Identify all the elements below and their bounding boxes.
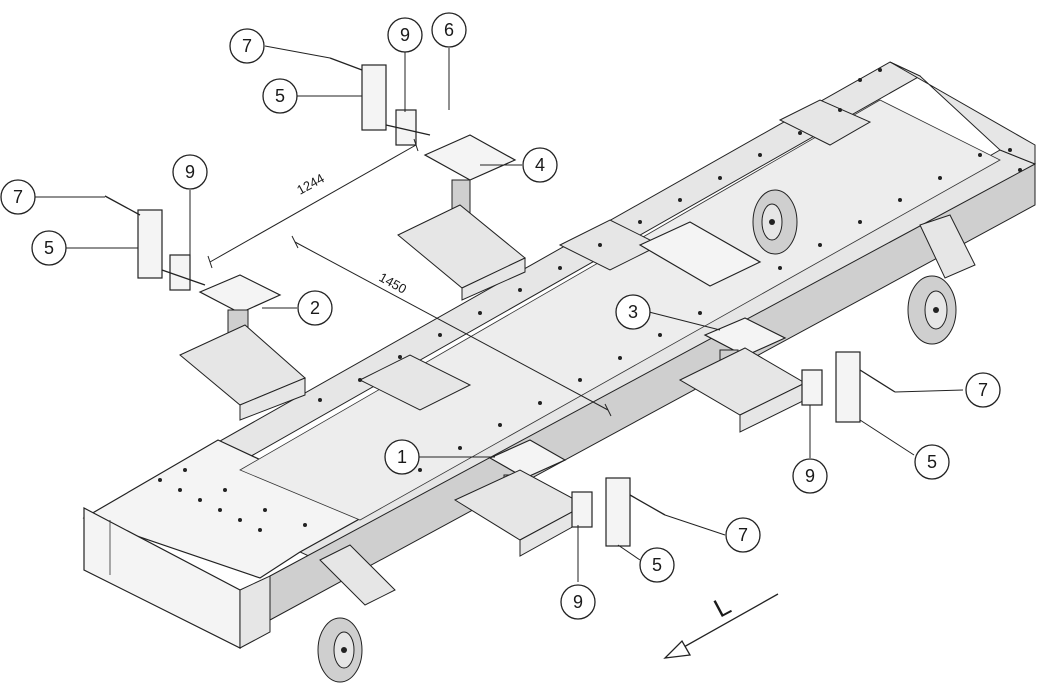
callout-6: 6	[431, 12, 467, 48]
svg-text:7: 7	[13, 187, 23, 207]
svg-text:5: 5	[275, 86, 285, 106]
callout-9-rear-left: 9	[172, 154, 208, 190]
svg-text:1: 1	[397, 447, 407, 467]
support-tower-3	[678, 317, 807, 433]
svg-text:6: 6	[444, 20, 454, 40]
svg-text:3: 3	[628, 302, 638, 322]
callout-9-front-right: 9	[792, 458, 828, 494]
frame	[82, 61, 1037, 649]
svg-text:9: 9	[805, 466, 815, 486]
svg-text:7: 7	[738, 525, 748, 545]
frame-end-near-side	[239, 575, 271, 649]
callout-3: 3	[615, 294, 651, 330]
hole-pattern	[158, 68, 1022, 532]
support-tower-1	[453, 439, 587, 557]
bracket-rear-left	[104, 195, 206, 291]
callout-5-rear-left: 5	[31, 230, 67, 266]
callout-5-front-right: 5	[914, 444, 950, 480]
caster-wheel-near-left	[317, 544, 396, 683]
bracket-front-mid	[571, 477, 666, 547]
caster-wheel-right	[907, 214, 976, 345]
callout-5-front-mid: 5	[639, 547, 675, 583]
callout-9-front-mid: 9	[560, 584, 596, 620]
svg-text:2: 2	[310, 298, 320, 318]
support-tower-4	[397, 134, 526, 301]
callout-5-rear-top: 5	[262, 78, 298, 114]
direction-label: L	[709, 590, 736, 623]
leader-lines	[35, 45, 964, 582]
frame-side-near	[269, 163, 1036, 621]
callout-9-rear-top: 9	[387, 17, 423, 53]
callout-7-rear-top: 7	[229, 28, 265, 64]
frame-end-far	[889, 61, 1036, 165]
callout-7-rear-left: 7	[0, 179, 36, 215]
dimension-1450-label: 1450	[377, 270, 410, 297]
callout-4: 4	[522, 147, 558, 183]
bracket-front-right	[801, 351, 896, 423]
svg-text:7: 7	[242, 36, 252, 56]
svg-text:9: 9	[400, 25, 410, 45]
svg-text:4: 4	[535, 155, 545, 175]
direction-arrow: L	[663, 590, 779, 659]
svg-text:7: 7	[978, 380, 988, 400]
bracket-rear-top	[329, 57, 431, 146]
cross-plate-3	[778, 99, 872, 146]
svg-text:5: 5	[927, 452, 937, 472]
svg-text:9: 9	[573, 592, 583, 612]
callout-1: 1	[384, 439, 420, 475]
caster-wheel-far	[752, 189, 798, 255]
callout-7-front-mid: 7	[725, 517, 761, 553]
frame-end-near-deck	[82, 439, 374, 579]
dimension-1244: 1244	[207, 138, 419, 269]
svg-text:9: 9	[185, 162, 195, 182]
dimension-1244-label: 1244	[294, 170, 327, 197]
callout-2: 2	[297, 290, 333, 326]
svg-text:5: 5	[652, 555, 662, 575]
mid-cross-beam	[638, 221, 762, 287]
cross-plate-1	[358, 354, 472, 411]
support-tower-2	[179, 274, 306, 421]
svg-text:5: 5	[44, 238, 54, 258]
callout-7-front-right: 7	[965, 372, 1001, 408]
